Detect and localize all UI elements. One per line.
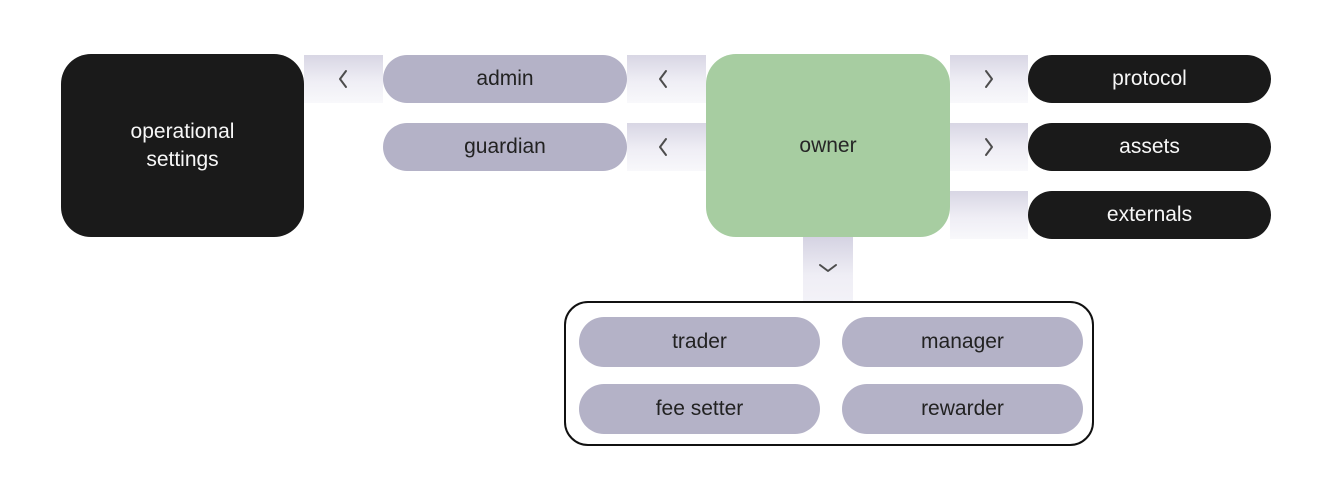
chevron-right-icon xyxy=(983,69,995,89)
node-fee-setter: fee setter xyxy=(579,384,820,434)
ribbon-owner-to-protocol xyxy=(950,55,1028,103)
ribbon-admin-to-owner xyxy=(627,55,706,103)
node-operational-settings-label: operational settings xyxy=(130,120,235,171)
node-protocol: protocol xyxy=(1028,55,1271,103)
node-manager: manager xyxy=(842,317,1083,367)
node-admin: admin xyxy=(383,55,627,103)
node-owner: owner xyxy=(706,54,950,237)
owner-roles-box: trader manager fee setter rewarder xyxy=(564,301,1094,446)
ribbon-box-to-admin xyxy=(304,55,383,103)
ribbon-owner-to-externals xyxy=(950,191,1028,239)
node-operational-settings: operational settings xyxy=(61,54,304,237)
node-externals: externals xyxy=(1028,191,1271,239)
chevron-right-icon xyxy=(983,137,995,157)
owner-roles-grid: trader manager fee setter rewarder xyxy=(579,317,1083,434)
ribbon-guardian-to-owner xyxy=(627,123,706,171)
chevron-left-icon xyxy=(657,69,669,89)
chevron-left-icon xyxy=(337,69,349,89)
node-rewarder: rewarder xyxy=(842,384,1083,434)
ribbon-owner-to-assets xyxy=(950,123,1028,171)
node-guardian: guardian xyxy=(383,123,627,171)
chevron-down-icon xyxy=(818,262,838,274)
chevron-left-icon xyxy=(657,137,669,157)
node-assets: assets xyxy=(1028,123,1271,171)
node-trader: trader xyxy=(579,317,820,367)
ribbon-owner-to-roles xyxy=(803,236,853,302)
